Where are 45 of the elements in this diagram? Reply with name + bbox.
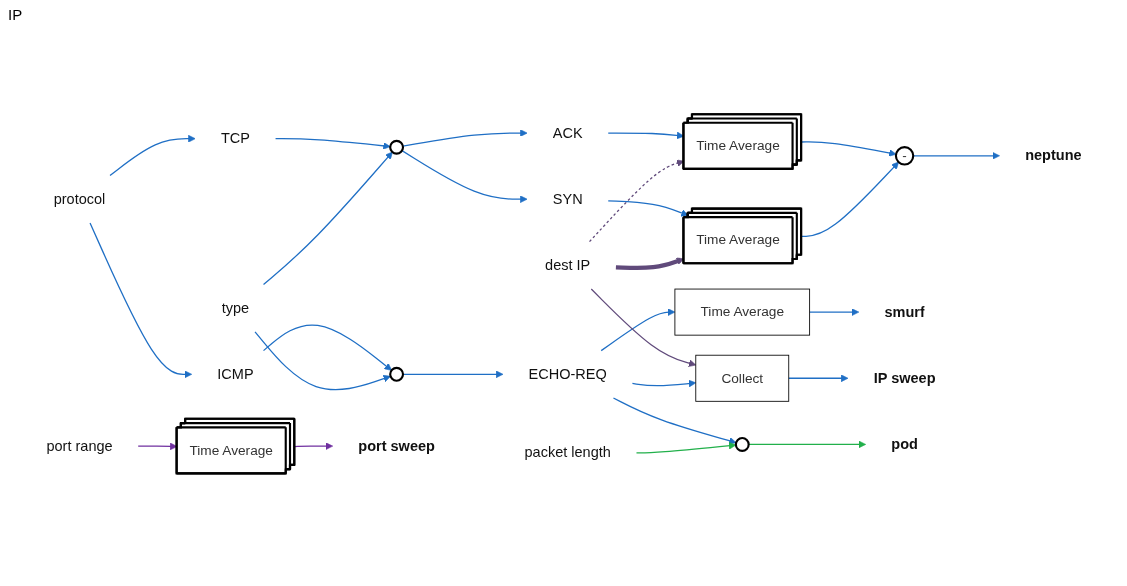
node-box: Time Average [673,288,810,336]
arrow [800,161,899,237]
arrow [800,141,896,157]
node-text: protocol [53,190,105,208]
arrow [631,379,696,388]
arrow [808,308,859,316]
arrow [600,308,675,352]
arrow [274,138,391,150]
arrow [88,222,192,379]
arrow [912,152,1000,160]
node-circle [388,139,404,155]
arrow [108,134,196,177]
node-circle [388,366,404,382]
node-text: TCP [220,130,250,147]
arrow [607,200,688,217]
arrow [262,151,393,286]
node-box: Collect [694,354,789,402]
arrow [612,397,736,445]
arrow [590,288,696,367]
arrow [401,370,503,379]
arrow [401,129,527,147]
arrow [293,442,333,450]
arrow [787,374,848,382]
node-text: port sweep [357,437,435,455]
arrow [253,331,391,391]
arrow [262,324,392,371]
node-text: IP sweep [873,369,935,387]
node-text: port range [45,437,113,455]
node-text: pod [890,436,918,453]
node-text: ICMP [216,365,254,383]
node-text: SYN [552,190,583,208]
node-text: ECHO-REQ [528,365,607,383]
node-text: ACK [552,124,583,141]
axis-label: IP [8,6,23,23]
node-text: neptune [1024,147,1082,164]
arrow [400,150,527,203]
node-text: type [221,299,249,317]
arrow [747,440,866,449]
arrow [137,442,177,451]
arrow [635,441,736,454]
node-text: smurf [883,303,925,320]
node-circle: - [894,146,914,166]
node-text: packet length [524,444,611,461]
node-circle [734,436,750,452]
node-text: dest IP [544,257,590,274]
